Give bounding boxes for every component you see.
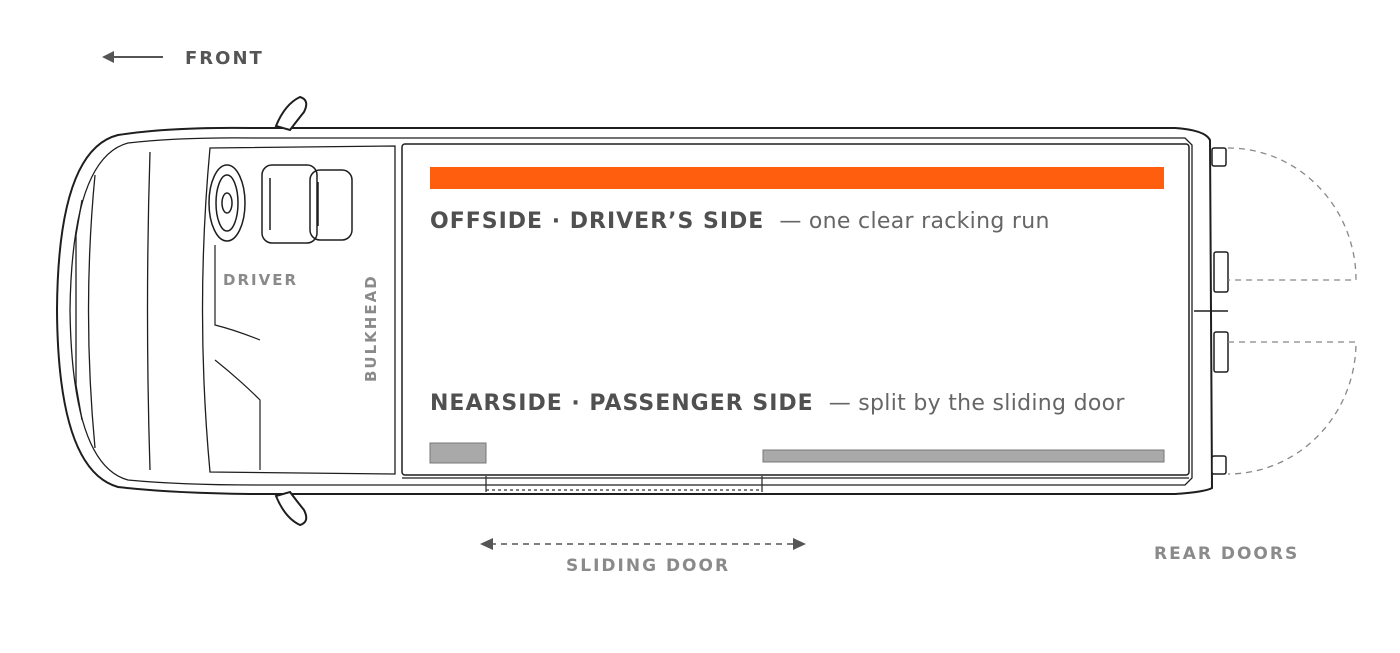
rear-door-arc-bottom <box>1227 341 1357 475</box>
sliding-door-dimension: SLIDING DOOR <box>480 538 806 576</box>
bonnet-grille <box>75 199 83 421</box>
gear-area <box>214 359 261 470</box>
front-label: FRONT <box>185 48 264 69</box>
driver-label: DRIVER <box>223 271 298 289</box>
sliding-door-opening <box>485 476 763 492</box>
sliding-door-arrow-right-icon <box>793 538 806 550</box>
driver-seat-icon <box>261 164 353 244</box>
offside-racking-run <box>430 167 1164 189</box>
nearside-title: NEARSIDE · PASSENGER SIDE <box>430 391 814 416</box>
rear-door-swing-arcs <box>1227 147 1357 475</box>
mirror-top-icon <box>274 95 308 132</box>
van-body-inner <box>69 137 1193 486</box>
hinge-lower-mid-icon <box>1213 331 1229 373</box>
front-indicator: FRONT <box>102 48 264 69</box>
nearside-note: — split by the sliding door <box>829 391 1126 416</box>
mirrors <box>274 95 308 527</box>
rear-door-hinges <box>1194 147 1229 475</box>
bulkhead-label: BULKHEAD <box>362 274 380 382</box>
van-outline <box>55 126 1214 495</box>
dashboard-line <box>214 245 261 341</box>
nearside-racking-front <box>429 442 487 464</box>
mirror-bottom-icon <box>274 490 308 527</box>
bonnet-line <box>87 174 96 449</box>
van-body-outer <box>55 126 1214 495</box>
cab-floor <box>201 145 396 475</box>
offside-title: OFFSIDE · DRIVER’S SIDE <box>430 209 764 234</box>
offside-note: — one clear racking run <box>779 209 1049 234</box>
hinge-bottom-icon <box>1211 455 1227 475</box>
offside-heading: OFFSIDE · DRIVER’S SIDE — one clear rack… <box>430 209 1050 234</box>
front-arrow-head-icon <box>102 51 114 63</box>
nearside-racking-rear <box>762 449 1165 463</box>
sliding-door-arrow-left-icon <box>480 538 493 550</box>
hinge-upper-mid-icon <box>1213 251 1229 293</box>
hinge-top-icon <box>1211 147 1227 167</box>
windscreen <box>146 151 151 471</box>
sliding-door-label: SLIDING DOOR <box>566 556 730 576</box>
nearside-heading: NEARSIDE · PASSENGER SIDE — split by the… <box>430 391 1125 416</box>
rear-door-arc-top <box>1227 147 1357 281</box>
steering-wheel-icon <box>208 164 246 242</box>
cab-interior <box>208 164 353 470</box>
rear-doors-label: REAR DOORS <box>1154 544 1299 564</box>
cargo-floor <box>401 143 1190 476</box>
